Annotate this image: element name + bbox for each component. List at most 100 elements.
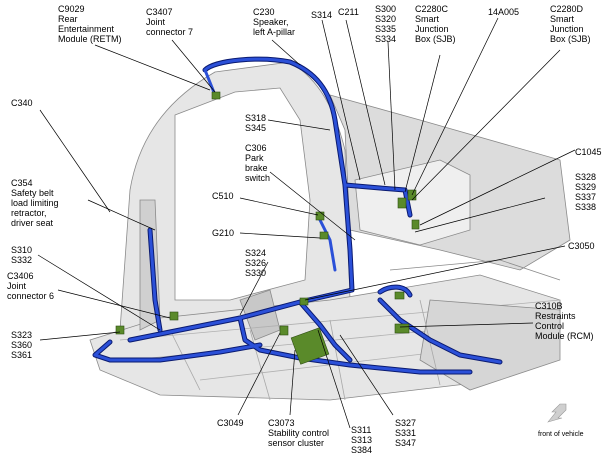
callout-c1045: C1045 (575, 147, 602, 157)
callout-line: connector 6 (7, 291, 55, 301)
callout-line: S328 (575, 172, 597, 182)
callout-line: C510 (212, 191, 234, 201)
callout-line: Box (SJB) (415, 34, 456, 44)
callout-line: S331 (395, 428, 417, 438)
callout-line: Control (535, 321, 565, 331)
callout-line: C2280D (550, 4, 584, 14)
callout-line: Box (SJB) (550, 34, 591, 44)
callout-c510: C510 (212, 191, 234, 201)
callout-line: Smart (550, 14, 575, 24)
callout-line: S335 (375, 24, 397, 34)
callout-line: S310 (11, 245, 33, 255)
callout-s314: S314 (311, 10, 332, 20)
callout-line: left A-pillar (253, 27, 296, 37)
callout-line: sensor cluster (268, 438, 325, 448)
callout-line: 14A005 (488, 7, 520, 17)
callout-line: C3049 (217, 418, 244, 428)
callout-line: C354 (11, 178, 33, 188)
callout-line: brake (245, 163, 268, 173)
callout-c211: C211 (338, 7, 359, 17)
callout-line: S384 (351, 445, 373, 455)
wiring-harness (92, 56, 503, 375)
callout-line: Smart (415, 14, 440, 24)
connector-c3406 (169, 311, 179, 321)
callout-line: connector 7 (146, 27, 194, 37)
callout-line: S332 (11, 255, 33, 265)
callout-c3050: C3050 (568, 241, 595, 251)
connector-c510b (319, 231, 329, 240)
callout-line: S324 (245, 248, 267, 258)
callout-line: C1045 (575, 147, 602, 157)
callout-line: C3073 (268, 418, 295, 428)
callout-line: S318 (245, 113, 267, 123)
callout-line: load limiting (11, 198, 59, 208)
connector-c310b (394, 323, 410, 334)
callout-line: C3406 (7, 271, 34, 281)
connector-c3049 (279, 325, 289, 336)
callout-line: C9029 (58, 4, 85, 14)
callout-c340: C340 (11, 98, 33, 108)
callout-line: S300 (375, 4, 397, 14)
connector-s323 (115, 325, 125, 335)
callout-line: switch (245, 173, 271, 183)
callout-line: driver seat (11, 218, 54, 228)
callout-line: S337 (575, 192, 597, 202)
callout-line: C306 (245, 143, 267, 153)
callout-line: C230 (253, 7, 275, 17)
callout-line: C3050 (568, 241, 595, 251)
callout-line: S314 (311, 10, 333, 20)
callout-c3049: C3049 (217, 418, 244, 428)
connector-c3073 (290, 327, 330, 365)
callout-line: Safety belt (11, 188, 54, 198)
callout-14a005: 14A005 (488, 7, 519, 17)
callout-line: S320 (375, 14, 397, 24)
connector-c3050 (394, 291, 405, 300)
callout-line: Module (RCM) (535, 331, 594, 341)
callout-line: C2280C (415, 4, 449, 14)
connectors (115, 91, 420, 365)
callout-line: S329 (575, 182, 597, 192)
callout-line: Entertainment (58, 24, 115, 34)
callout-line: G210 (212, 228, 235, 238)
callout-line: S323 (11, 330, 33, 340)
callout-line: Park (245, 153, 264, 163)
callout-line: S334 (375, 34, 397, 44)
callout-line: Module (RETM) (58, 34, 122, 44)
callout-line: S361 (11, 350, 33, 360)
callout-line: Joint (146, 17, 166, 27)
callout-line: S327 (395, 418, 417, 428)
callout-line: retractor, (11, 208, 47, 218)
connector-c2280c (397, 197, 407, 209)
callout-line: S311 (351, 425, 372, 435)
callout-line: S347 (395, 438, 417, 448)
callout-line: S313 (351, 435, 373, 445)
callout-line: C211 (338, 7, 359, 17)
leader-lines (37, 17, 576, 429)
callout-line: Junction (550, 24, 584, 34)
callout-line: Stability control (268, 428, 330, 438)
callout-line: Restraints (535, 311, 576, 321)
callout-line: Rear (58, 14, 78, 24)
callout-line: S338 (575, 202, 597, 212)
connector-s324 (299, 297, 309, 306)
callout-line: S345 (245, 123, 267, 133)
vehicle-body (89, 61, 571, 401)
callout-line: C3407 (146, 7, 173, 17)
callout-line: Speaker, (253, 17, 289, 27)
connector-c3407 (211, 91, 221, 100)
